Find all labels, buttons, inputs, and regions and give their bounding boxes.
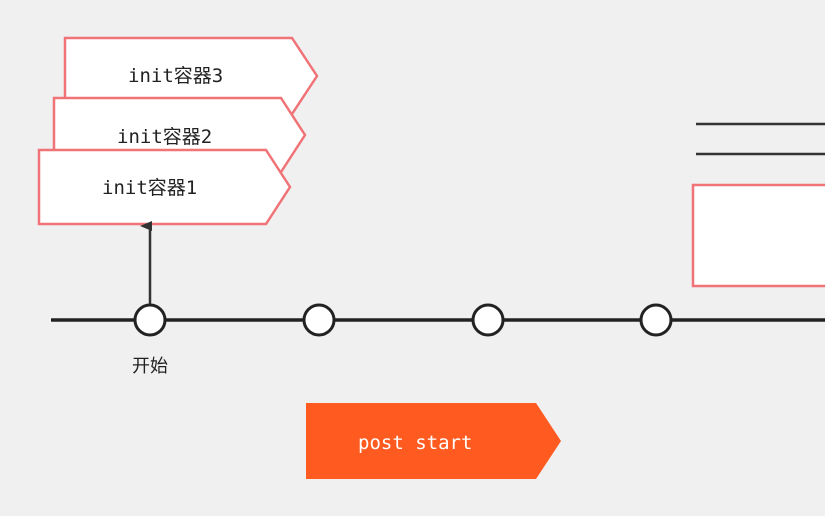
init-container-1-label: init容器1 [102, 177, 197, 199]
timeline-node-3[interactable] [471, 303, 505, 337]
init-container-3[interactable]: init容器3 [63, 36, 319, 116]
timeline-node-4[interactable] [639, 303, 673, 337]
timeline-node-2[interactable] [302, 303, 336, 337]
post-start-label: post start [358, 432, 472, 454]
post-start-tag[interactable]: post start [306, 403, 561, 479]
timeline-node-start[interactable] [133, 303, 167, 337]
start-label: 开始 [132, 356, 168, 377]
right-box [691, 183, 825, 288]
init-container-2-label: init容器2 [117, 126, 212, 148]
init-container-1[interactable]: init容器1 [37, 148, 292, 226]
init-container-3-label: init容器3 [128, 65, 223, 87]
